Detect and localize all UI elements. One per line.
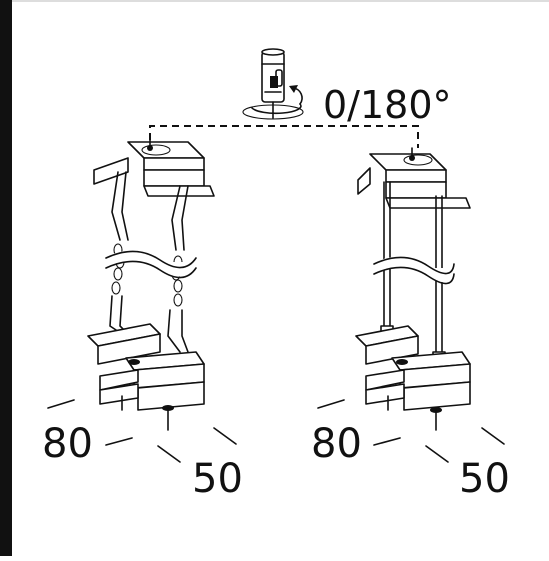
right-width-label: 80 xyxy=(311,421,362,467)
left-width-label: 80 xyxy=(42,421,93,467)
top-edge-line xyxy=(12,0,549,2)
left-depth-label: 50 xyxy=(192,456,243,502)
rotation-arrow-icon xyxy=(251,85,303,115)
dashed-connector xyxy=(149,125,419,148)
anchor-pin-icon xyxy=(242,48,304,120)
dimension-lines xyxy=(47,399,505,463)
left-edge-bar xyxy=(0,0,12,556)
left-assembly xyxy=(87,137,215,431)
right-depth-label: 50 xyxy=(459,456,510,502)
rotation-label: 0/180° xyxy=(323,83,452,127)
right-assembly xyxy=(355,147,471,431)
